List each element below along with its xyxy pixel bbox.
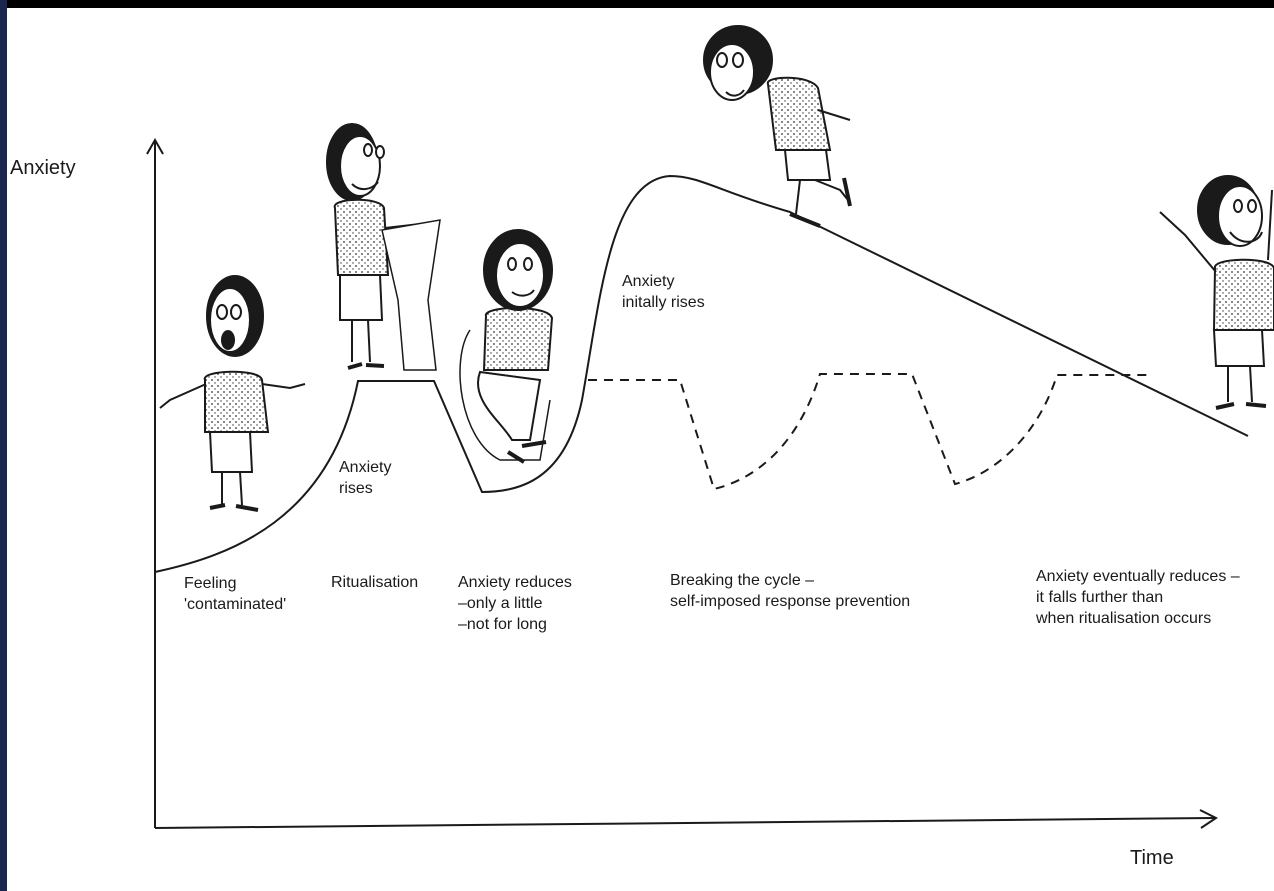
- top-frame-edge: [0, 0, 1274, 8]
- stage-anxiety-rises: Anxiety rises: [339, 459, 392, 497]
- person-washing: [326, 123, 441, 371]
- stage-anxiety-initially-rises: Anxiety initally rises: [622, 273, 705, 311]
- response-prevention-curve: [588, 373, 1148, 491]
- person-seated: [459, 229, 554, 464]
- stage-feeling-contaminated: Feeling 'contaminated': [184, 575, 287, 613]
- person-stepping: [703, 25, 852, 228]
- stage-eventually-reduces: Anxiety eventually reduces – it falls fu…: [1036, 568, 1240, 627]
- person-contaminated: [159, 275, 306, 512]
- x-axis-label: Time: [1130, 847, 1174, 869]
- y-axis: [146, 137, 164, 828]
- x-axis: [154, 809, 1218, 829]
- person-relieved: [1159, 175, 1274, 410]
- left-frame-edge: [0, 0, 7, 891]
- stage-ritualisation: Ritualisation: [331, 574, 419, 591]
- ritualisation-curve: [154, 174, 1249, 573]
- stage-anxiety-reduces: Anxiety reduces –only a little –not for …: [458, 574, 572, 633]
- y-axis-label: Anxiety: [10, 157, 76, 179]
- stage-breaking-cycle: Breaking the cycle – self-imposed respon…: [670, 572, 911, 610]
